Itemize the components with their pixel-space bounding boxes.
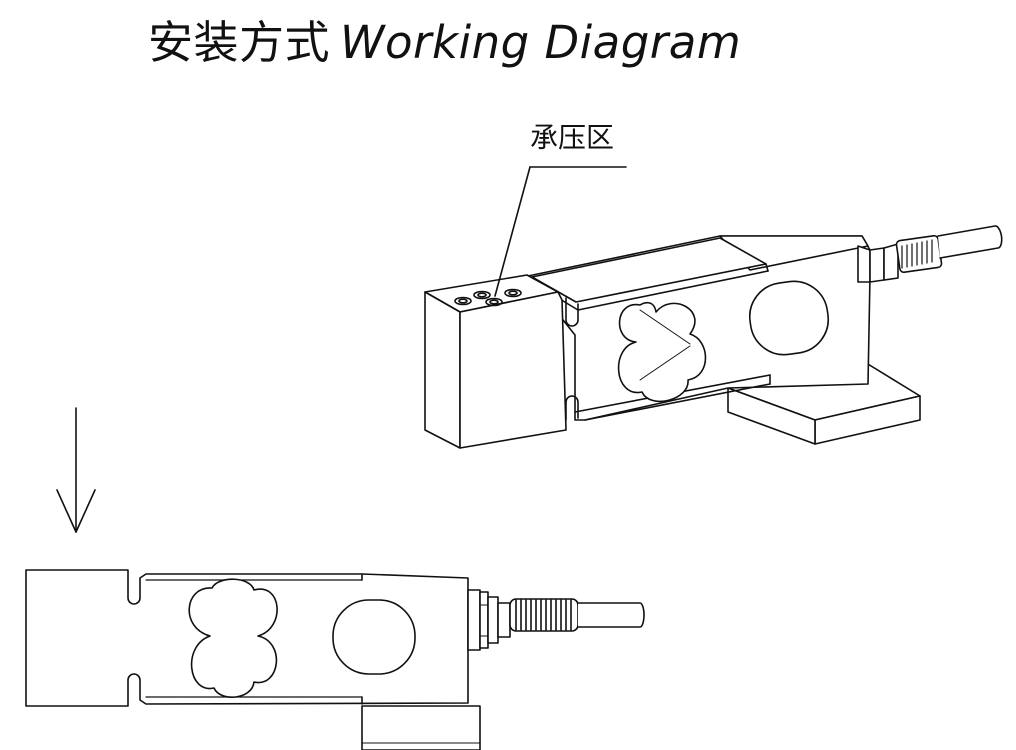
mounting-hole [473,290,491,300]
oval-slot [748,280,830,356]
strain-gauge-cutout [617,301,707,403]
mounting-hole [454,296,472,306]
title-chinese: 安装方式 [148,16,331,69]
callout-leader [494,166,627,297]
title-english: Working Diagram [340,16,742,69]
load-cell-side-view [25,569,645,750]
cable-gland [869,234,943,283]
mounting-base [727,357,921,445]
mounting-hole [485,297,503,307]
left-block [424,274,567,449]
load-zone-label: 承压区 [530,121,615,154]
side-cable [577,602,645,628]
upper-slot [565,297,579,327]
side-cable-gland [467,589,579,651]
load-cell-isometric [424,225,1003,449]
cable [937,225,1003,259]
lower-slot [565,395,579,421]
mounting-hole [504,288,522,298]
side-strain-cutout [188,578,278,698]
side-oval-slot [332,599,416,675]
load-arrow [56,407,96,533]
